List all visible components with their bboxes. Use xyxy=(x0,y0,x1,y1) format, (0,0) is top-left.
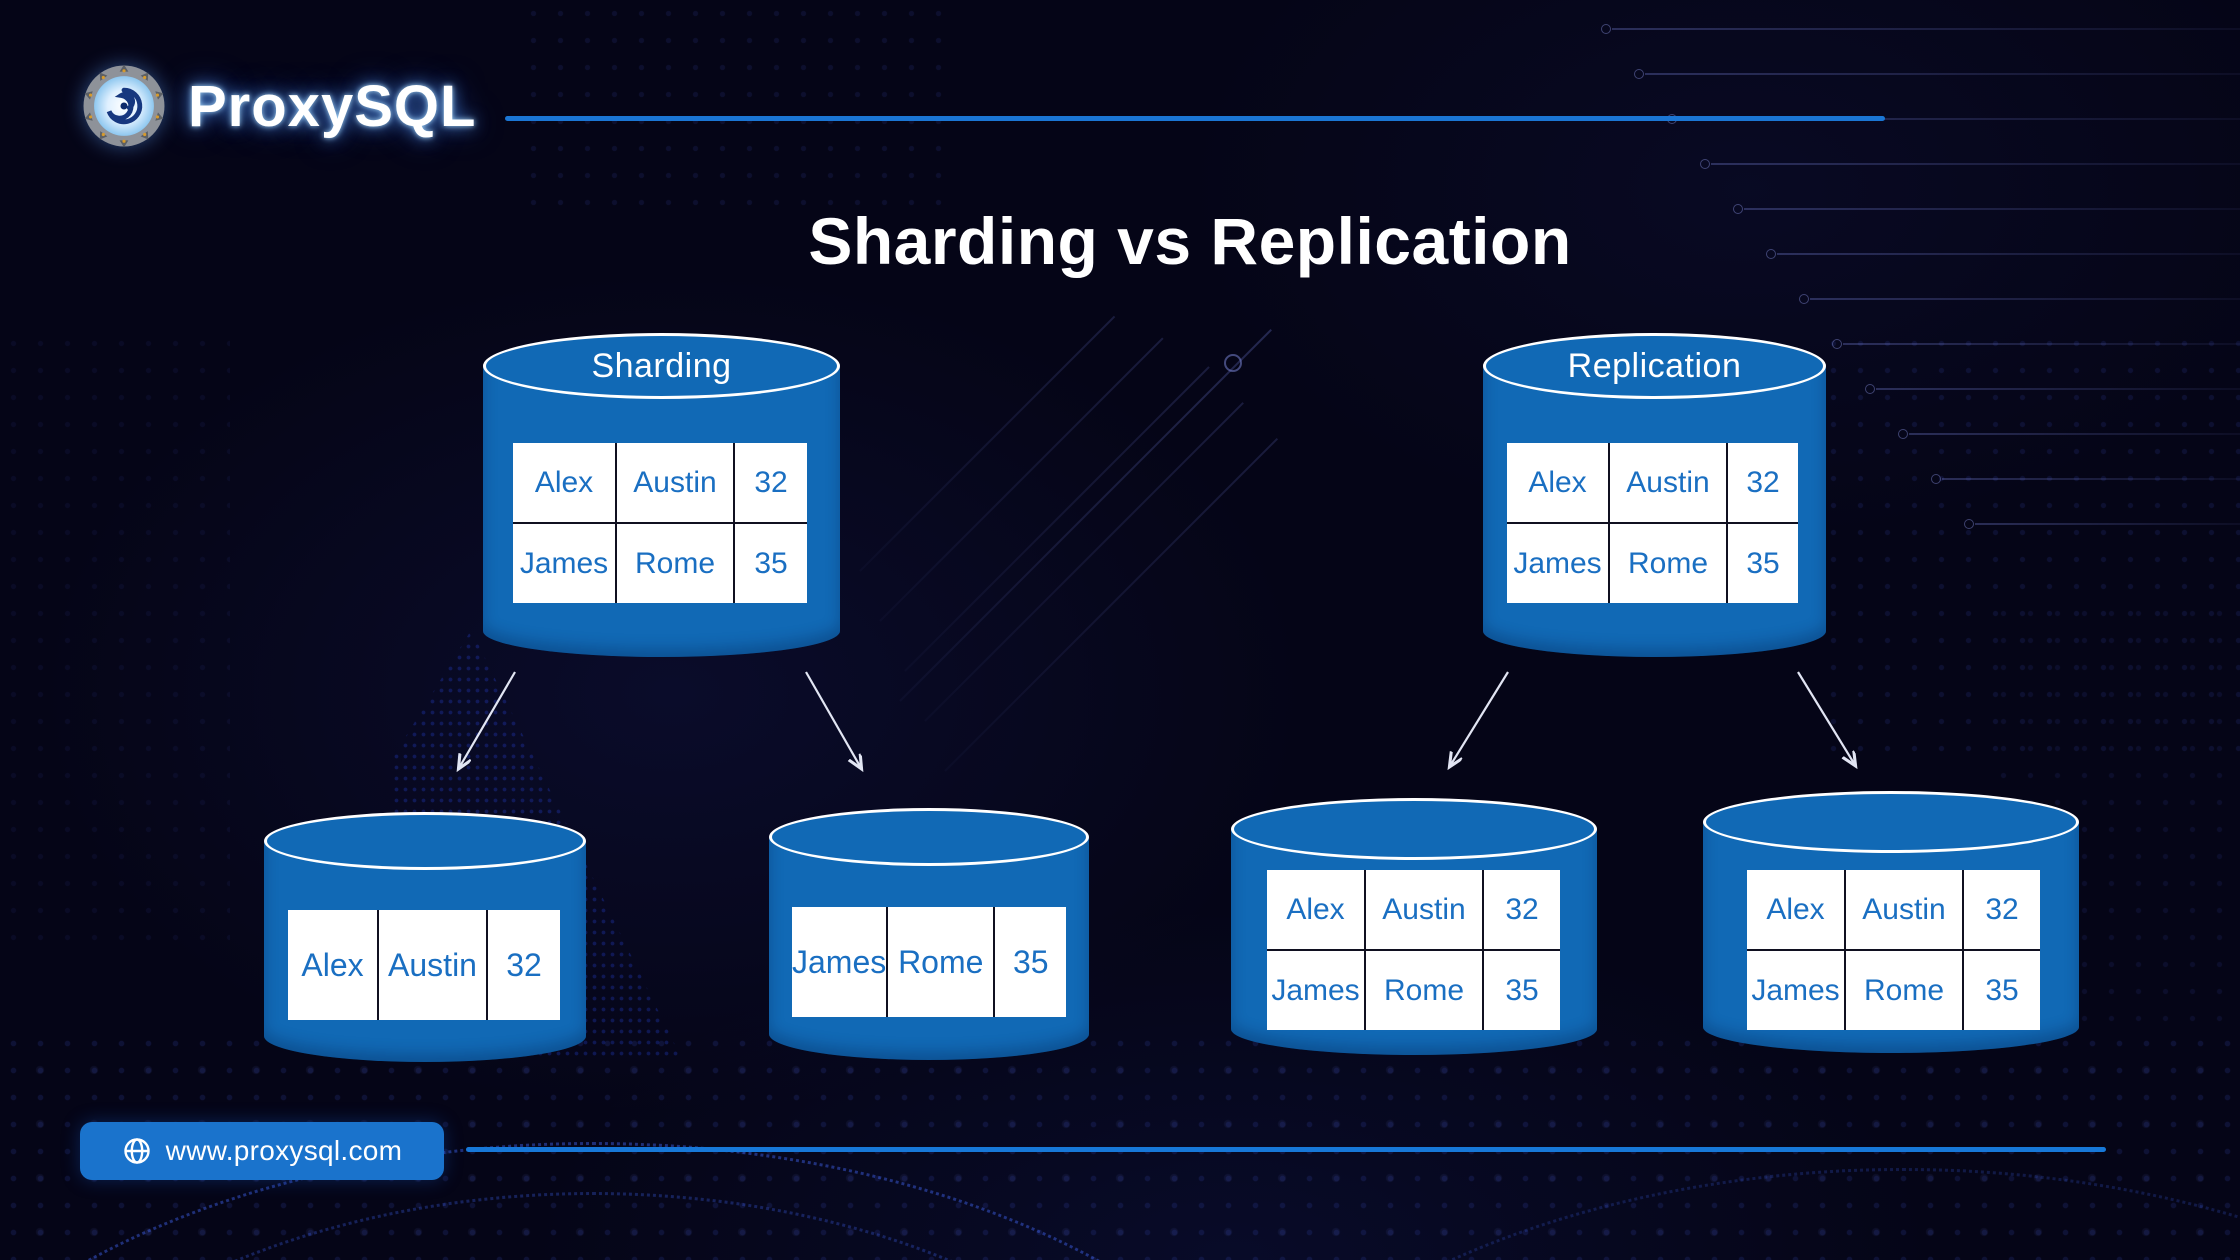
cell-city: Austin xyxy=(1608,442,1728,524)
cell-age: 32 xyxy=(733,442,808,524)
table-row: Alex Austin 32 xyxy=(512,442,808,524)
table-row: Alex Austin 32 xyxy=(1746,869,2041,951)
replica-2-table: Alex Austin 32 James Rome 35 xyxy=(1746,869,2041,1031)
dotted-wave-decoration xyxy=(0,1192,1246,1260)
dotted-wave-decoration xyxy=(1150,1168,2240,1260)
dot-grid-decoration xyxy=(1820,330,2240,760)
cell-age: 32 xyxy=(486,909,561,1021)
replication-label: Replication xyxy=(1567,346,1742,385)
sharding-label: Sharding xyxy=(591,346,732,385)
cylinder-top-ellipse xyxy=(264,812,586,870)
footer-accent-line xyxy=(466,1147,2106,1152)
cell-city: Austin xyxy=(377,909,488,1021)
cylinder-top-ellipse xyxy=(1703,791,2079,853)
sharding-database-cylinder: Sharding Alex Austin 32 James Rome 35 xyxy=(483,333,840,657)
shard-cylinder-2: James Rome 35 xyxy=(769,808,1089,1060)
dot-grid-decoration xyxy=(0,330,230,950)
cell-name: James xyxy=(1266,949,1366,1031)
replica-1-table: Alex Austin 32 James Rome 35 xyxy=(1266,869,1561,1031)
circuit-node-decoration xyxy=(1224,354,1242,372)
table-row: Alex Austin 32 xyxy=(1506,442,1799,524)
header: ProxySQL xyxy=(80,62,476,150)
cell-city: Austin xyxy=(615,442,735,524)
cell-age: 32 xyxy=(1482,869,1561,951)
cell-name: James xyxy=(1746,949,1846,1031)
header-accent-line xyxy=(505,116,1885,121)
cell-name: Alex xyxy=(1746,869,1846,951)
cell-name: Alex xyxy=(512,442,617,524)
cell-city: Rome xyxy=(1608,522,1728,604)
website-label: www.proxysql.com xyxy=(165,1135,403,1166)
table-row: James Rome 35 xyxy=(1746,949,2041,1031)
cell-name: Alex xyxy=(1266,869,1366,951)
cell-city: Rome xyxy=(1844,949,1964,1031)
replica-cylinder-2: Alex Austin 32 James Rome 35 xyxy=(1703,791,2079,1053)
cell-age: 32 xyxy=(1726,442,1799,524)
cylinder-top-ellipse xyxy=(1231,798,1597,860)
cell-age: 35 xyxy=(1962,949,2041,1031)
cell-name: James xyxy=(790,906,889,1018)
cell-city: Rome xyxy=(1364,949,1484,1031)
cell-age: 35 xyxy=(1482,949,1561,1031)
table-row: James Rome 35 xyxy=(512,522,808,604)
shard-cylinder-1: Alex Austin 32 xyxy=(264,812,586,1062)
cell-age: 35 xyxy=(1726,522,1799,604)
cell-city: Rome xyxy=(615,522,735,604)
replication-source-table: Alex Austin 32 James Rome 35 xyxy=(1506,442,1799,604)
cell-name: Alex xyxy=(1506,442,1610,524)
cylinder-top-ellipse xyxy=(769,808,1089,866)
cell-age: 32 xyxy=(1962,869,2041,951)
replica-cylinder-1: Alex Austin 32 James Rome 35 xyxy=(1231,798,1597,1055)
proxysql-logo-icon xyxy=(83,64,165,148)
shard-1-table: Alex Austin 32 xyxy=(287,909,561,1021)
globe-icon xyxy=(123,1138,150,1164)
cell-city: Austin xyxy=(1364,869,1484,951)
cell-city: Rome xyxy=(886,906,996,1018)
website-button[interactable]: www.proxysql.com xyxy=(80,1122,444,1180)
cylinder-top-ellipse: Sharding xyxy=(483,333,840,399)
cell-name: Alex xyxy=(287,909,379,1021)
brand-name: ProxySQL xyxy=(188,73,477,139)
table-row: Alex Austin 32 xyxy=(1266,869,1561,951)
replication-database-cylinder: Replication Alex Austin 32 James Rome 35 xyxy=(1483,333,1826,657)
table-row: James Rome 35 xyxy=(790,906,1068,1018)
cell-age: 35 xyxy=(733,522,808,604)
table-row: James Rome 35 xyxy=(1266,949,1561,1031)
cell-name: James xyxy=(1506,522,1610,604)
cell-age: 35 xyxy=(993,906,1068,1018)
cell-city: Austin xyxy=(1844,869,1964,951)
table-row: Alex Austin 32 xyxy=(287,909,561,1021)
sharding-source-table: Alex Austin 32 James Rome 35 xyxy=(512,442,808,604)
page-title: Sharding vs Replication xyxy=(808,204,1572,278)
shard-2-table: James Rome 35 xyxy=(790,906,1068,1018)
dot-grid-decoration xyxy=(520,0,950,210)
table-row: James Rome 35 xyxy=(1506,522,1799,604)
cell-name: James xyxy=(512,522,617,604)
cylinder-top-ellipse: Replication xyxy=(1483,333,1826,399)
